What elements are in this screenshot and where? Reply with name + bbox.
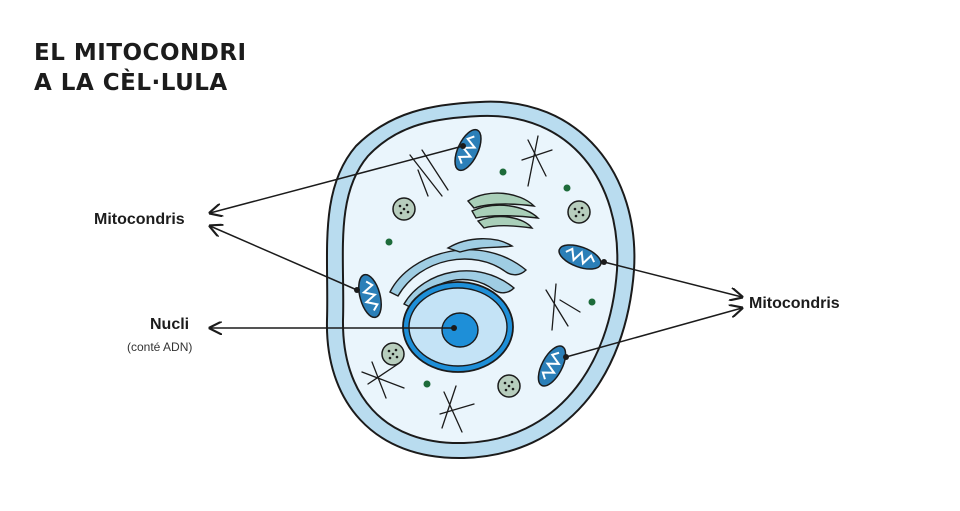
vesicle <box>392 197 416 221</box>
nucleolus <box>441 312 479 348</box>
mitochondrion-bottom <box>537 345 567 387</box>
vesicle <box>567 200 591 224</box>
leader-dots <box>354 143 607 360</box>
vesicle <box>497 374 521 398</box>
leader-lines <box>210 145 742 358</box>
title-line-2: A LA CÈL·LULA <box>34 70 228 96</box>
label-mitochondria-left: Mitocondris <box>94 211 185 228</box>
label-mitochondria-right: Mitocondris <box>749 295 840 312</box>
label-nucleus: Nucli <box>150 316 190 333</box>
ribosomes <box>385 168 596 388</box>
mitochondrion-left <box>358 273 382 319</box>
label-nucleus-note: (conté ADN) <box>127 340 193 354</box>
mitochondrion-right <box>558 244 602 270</box>
nucleus <box>402 281 514 373</box>
arrow-mito-right <box>603 261 742 297</box>
arrow-mito-top <box>210 145 464 213</box>
endoplasmic-reticulum <box>466 192 540 229</box>
vesicles <box>381 197 591 398</box>
mitochondria <box>358 128 602 387</box>
diagram-title: EL MITOCONDRI A LA CÈL·LULA <box>34 38 247 98</box>
cytoskeleton-filaments <box>361 135 581 433</box>
title-line-1: EL MITOCONDRI <box>34 40 247 66</box>
arrow-mito-left <box>210 226 358 291</box>
arrow-mito-bottom <box>565 308 742 358</box>
vesicle <box>381 342 405 366</box>
